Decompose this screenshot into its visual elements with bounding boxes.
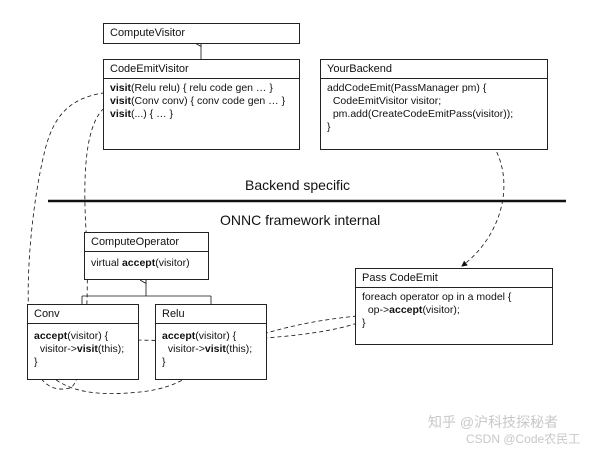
backend-line-4: } [327,121,331,133]
compute-operator-body: virtual accept(visitor) [85,252,208,272]
watermark-csdn: CSDN @Code农民工 [466,432,581,446]
pass-code-emit-body: foreach operator op in a model { op->acc… [356,288,552,332]
conv-body: accept(visitor) { visitor->visit(this); … [28,324,138,371]
backend-specific-label: Backend specific [245,177,351,193]
framework-internal-label: ONNC framework internal [220,212,381,228]
visit-conv-line: visit(Conv conv) { conv code gen … } [110,95,286,107]
relu-box: Relu accept(visitor) { visitor->visit(th… [155,304,267,380]
relu-title: Relu [156,305,266,324]
foreach-close-line: } [362,317,366,329]
backend-line-2: CodeEmitVisitor visitor; [327,95,442,107]
code-emit-visitor-box: CodeEmitVisitor visit(Relu relu) { relu … [103,59,300,150]
conv-title: Conv [28,305,138,324]
relu-accept-line: accept(visitor) { [162,330,237,342]
conv-accept-line: accept(visitor) { [34,330,109,342]
code-emit-visitor-body: visit(Relu relu) { relu code gen … } vis… [104,79,299,123]
pass-code-emit-title: Pass CodeEmit [356,269,552,288]
backend-line-1: addCodeEmit(PassManager pm) { [327,82,487,94]
op-accept-line: op->accept(visitor); [362,304,460,316]
conv-close-line: } [34,356,38,368]
your-backend-title: YourBackend [321,60,547,79]
compute-visitor-box: ComputeVisitor [103,23,300,44]
visit-relu-line: visit(Relu relu) { relu code gen … } [110,82,273,94]
compute-operator-box: ComputeOperator virtual accept(visitor) [84,232,209,280]
watermark-zhihu: 知乎 @沪科技探秘者 [428,414,559,430]
your-backend-body: addCodeEmit(PassManager pm) { CodeEmitVi… [321,79,547,136]
pass-code-emit-box: Pass CodeEmit foreach operator op in a m… [355,268,553,345]
your-backend-box: YourBackend addCodeEmit(PassManager pm) … [320,59,548,150]
visit-generic-line: visit(...) { … } [110,108,174,120]
relu-close-line: } [162,356,166,368]
code-emit-visitor-title: CodeEmitVisitor [104,60,299,79]
conv-visit-line: visitor->visit(this); [34,343,125,355]
compute-operator-title: ComputeOperator [85,233,208,252]
flow-edge-conv-to-visit [35,103,111,390]
relu-body: accept(visitor) { visitor->visit(this); … [156,324,266,371]
compute-visitor-title: ComputeVisitor [110,27,185,39]
foreach-line: foreach operator op in a model { [362,291,512,303]
flow-edge-backend-to-pass [461,124,505,267]
virtual-accept-line: virtual accept(visitor) [91,257,190,269]
backend-line-3: pm.add(CreateCodeEmitPass(visitor)); [327,108,514,120]
conv-box: Conv accept(visitor) { visitor->visit(th… [27,304,139,380]
relu-visit-line: visitor->visit(this); [162,343,253,355]
